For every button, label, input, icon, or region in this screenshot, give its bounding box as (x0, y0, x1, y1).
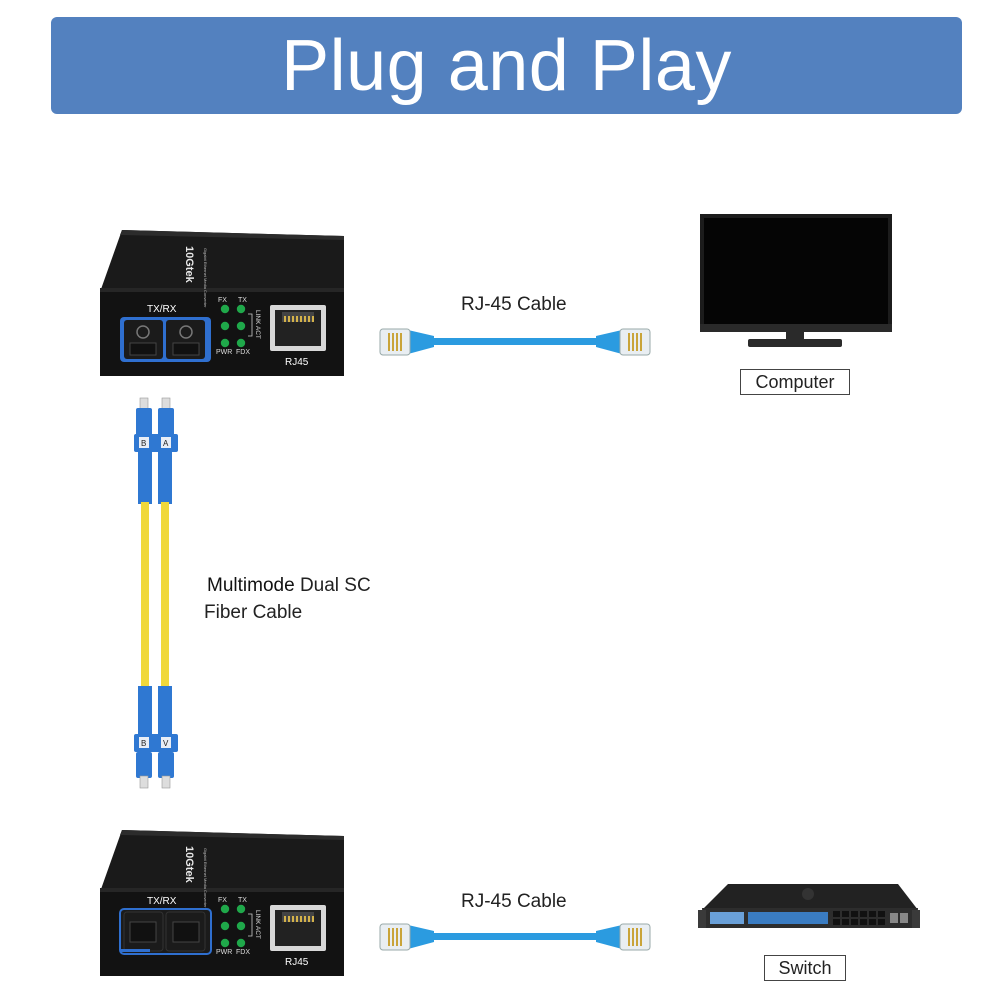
svg-text:B: B (141, 439, 146, 448)
bottom-cable-label: RJ-45 Cable (461, 891, 567, 912)
computer-label: Computer (740, 369, 850, 395)
media-converter-bottom: 10Gtek Gigabit Ethernet Media Converter … (100, 830, 344, 976)
fiber-label-mode: Multimode (207, 575, 295, 596)
svg-text:RJ45: RJ45 (285, 957, 309, 968)
svg-text:LINK ACT: LINK ACT (254, 910, 261, 939)
svg-text:FX: FX (218, 297, 227, 304)
svg-text:10Gtek: 10Gtek (183, 846, 195, 884)
brand-logo: 10Gtek (183, 246, 195, 284)
rj45-cable-bottom (379, 923, 651, 951)
svg-text:PWR: PWR (216, 949, 232, 956)
svg-text:FDX: FDX (236, 949, 250, 956)
fiber-cable: B A B V (134, 397, 178, 789)
fiber-label-type: Dual SC (299, 575, 371, 596)
svg-text:TX: TX (238, 897, 247, 904)
svg-text:TX: TX (238, 297, 247, 304)
svg-text:LINK ACT: LINK ACT (254, 310, 261, 339)
fiber-port-label: TX/RX (147, 304, 177, 315)
fiber-cable-label: Multimode Dual SC Fiber Cable (204, 572, 371, 626)
network-switch (698, 884, 920, 928)
svg-text:V: V (163, 739, 169, 748)
svg-text:FX: FX (218, 897, 227, 904)
svg-text:Gigabit Ethernet Media Convert: Gigabit Ethernet Media Converter (203, 848, 208, 908)
converter-subtitle: Gigabit Ethernet Media Converter (203, 248, 208, 308)
top-cable-label: RJ-45 Cable (461, 294, 567, 315)
rj45-port-label: RJ45 (285, 357, 309, 368)
svg-text:FDX: FDX (236, 349, 250, 356)
fiber-label-line2: Fiber Cable (204, 602, 303, 623)
media-converter-top: 10Gtek Gigabit Ethernet Media Converter … (100, 230, 344, 376)
rj45-cable-top (379, 328, 651, 356)
page-title: Plug and Play (281, 25, 732, 106)
computer-monitor (700, 214, 892, 347)
title-banner: Plug and Play (51, 17, 962, 114)
switch-label: Switch (764, 955, 846, 981)
svg-text:TX/RX: TX/RX (147, 896, 177, 907)
svg-text:B: B (141, 739, 146, 748)
svg-text:PWR: PWR (216, 349, 232, 356)
svg-text:A: A (163, 439, 169, 448)
